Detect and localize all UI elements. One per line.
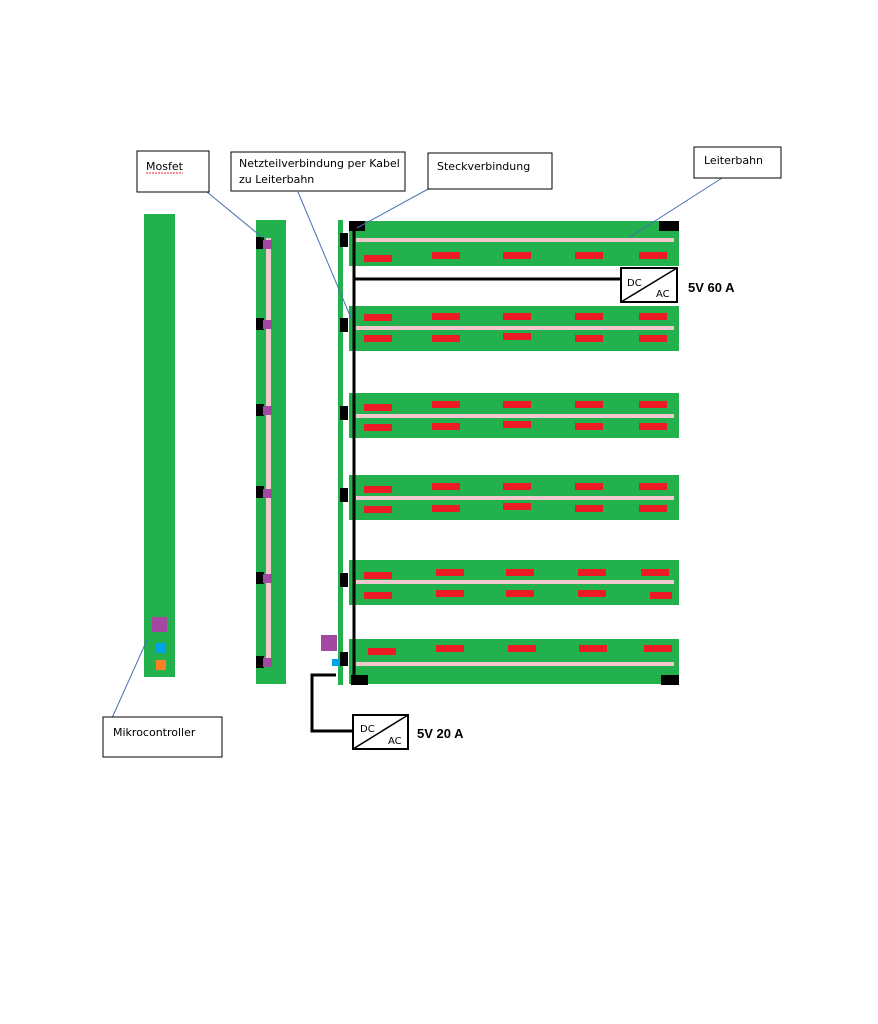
led-strip-2	[349, 306, 679, 351]
callout-mosfet: Mosfet	[136, 150, 210, 193]
callout-leiterbahn: Leiterbahn	[693, 146, 782, 179]
mosfet	[263, 574, 272, 583]
callout-steck-text: Steckverbindung	[437, 160, 530, 173]
mosfet	[263, 489, 272, 498]
callout-steckverbindung: Steckverbindung	[427, 152, 553, 190]
led-strip-4	[349, 475, 679, 520]
callout-lines	[111, 177, 723, 719]
callout-leiterbahn-text: Leiterbahn	[704, 154, 763, 167]
callout-mosfet-text: Mosfet	[146, 160, 184, 173]
mc-chip-orange	[156, 660, 166, 670]
mosfet	[263, 658, 272, 667]
led-strip-3	[349, 393, 679, 438]
mosfet	[263, 406, 272, 415]
psu-top-ac: AC	[656, 289, 670, 300]
callout-netzteilverbindung: Netzteilverbindung per Kabel zu Leiterba…	[230, 151, 406, 192]
psu-bottom-dc: DC	[360, 724, 375, 735]
strip-chip-blue	[332, 659, 339, 666]
led-strip-5	[349, 560, 679, 605]
mc-chip-purple	[152, 617, 167, 632]
psu-bottom-label: 5V 20 A	[417, 726, 464, 741]
strip-chip-purple	[321, 635, 337, 651]
led-strip-6	[349, 639, 679, 684]
led-strip-1	[349, 221, 679, 266]
led-strips	[349, 221, 679, 684]
callout-mikro-text: Mikrocontroller	[113, 726, 196, 739]
mikrocontroller-board	[144, 214, 175, 677]
callout-netzteil-line1: Netzteilverbindung per Kabel	[239, 157, 400, 170]
psu-bottom-ac: AC	[388, 736, 402, 747]
psu-top-label: 5V 60 A	[688, 280, 735, 295]
connector-strip	[338, 220, 343, 685]
connectors	[340, 221, 679, 685]
power-wires	[310, 226, 621, 733]
mosfet-board	[256, 220, 286, 684]
callout-netzteil-line2: zu Leiterbahn	[239, 173, 314, 186]
psu-top-dc: DC	[627, 278, 642, 289]
mosfet	[263, 240, 272, 249]
mosfet-trace	[266, 238, 271, 666]
callout-mikrocontroller: Mikrocontroller	[102, 716, 223, 758]
mc-chip-blue	[155, 643, 166, 653]
psu-5v-20a: DC AC 5V 20 A	[352, 714, 464, 750]
mosfet	[263, 320, 272, 329]
psu-5v-60a: DC AC 5V 60 A	[620, 267, 735, 303]
